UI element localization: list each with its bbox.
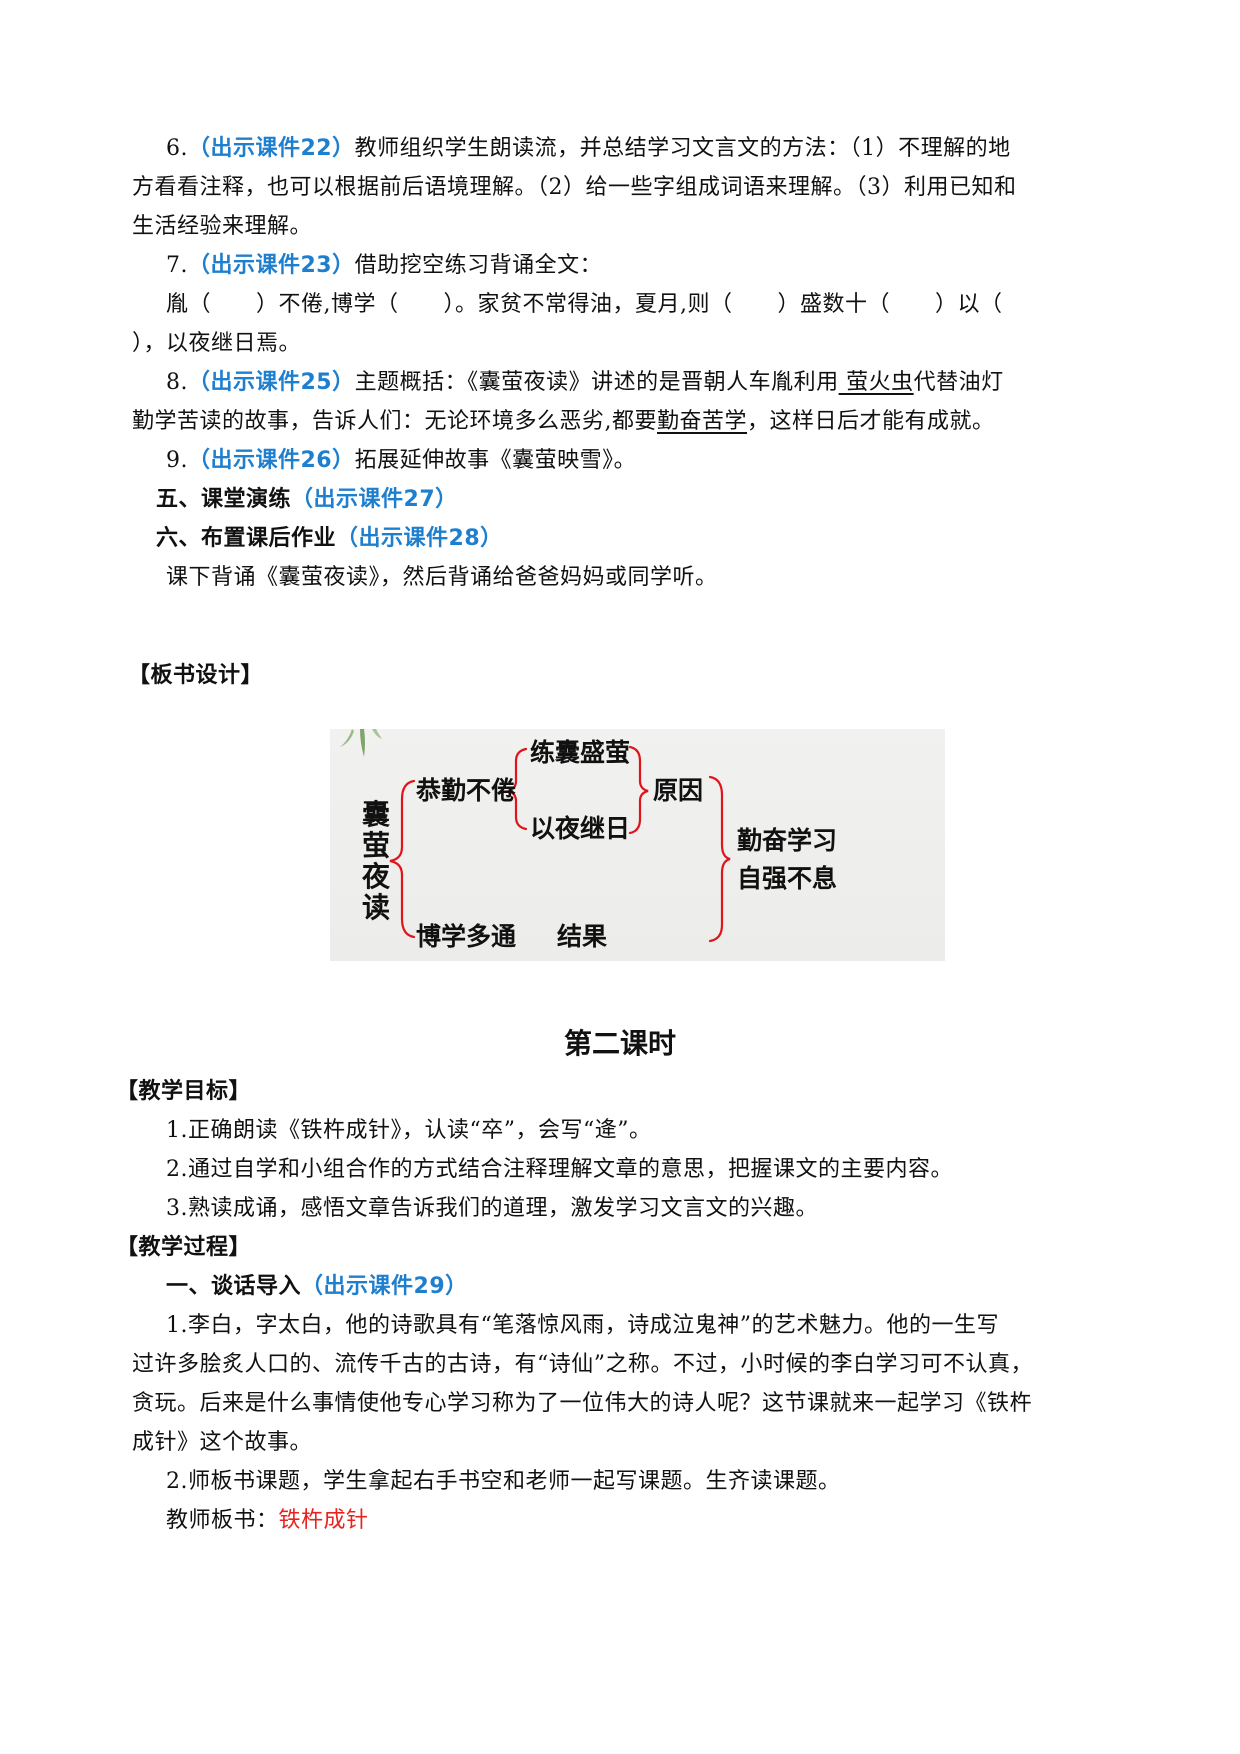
courseware-ref: （出示课件27）: [291, 487, 458, 512]
root-char: 读: [361, 891, 390, 924]
diagram-branch-bottom: 博学多通: [416, 922, 517, 951]
step-9-line: 9.（出示课件26）拓展延伸故事《囊萤映雪》。: [166, 446, 636, 476]
diagram-conclusion-2: 自强不息: [737, 864, 838, 893]
step-6-line-1: 6.（出示课件22）教师组织学生朗读流，并总结学习文言文的方法：（1）不理解的地: [166, 134, 1011, 164]
goals-heading: 【教学目标】: [116, 1079, 252, 1104]
step-number: 8.: [166, 370, 188, 395]
step-2-text: 2.师板书课题，学生拿起右手书空和老师一起写课题。生齐读课题。: [166, 1469, 841, 1494]
diagram-sub-top: 练囊盛萤: [530, 738, 631, 767]
root-char: 囊: [361, 798, 390, 831]
goal-item: 1.正确朗读《铁杵成针》，认读“卒”，会写“逄”。: [166, 1118, 652, 1143]
courseware-ref: （出示课件26）: [188, 448, 355, 473]
step-text: 拓展延伸故事《囊萤映雪》。: [354, 448, 637, 473]
intro-paragraph-line: 1.李白，字太白，他的诗歌具有“笔落惊风雨，诗成泣鬼神”的艺术魅力。他的一生写: [166, 1313, 999, 1338]
process-heading: 【教学过程】: [116, 1235, 252, 1260]
step-text: 代替油灯: [913, 370, 1004, 395]
section-label: 一、谈话导入: [166, 1274, 302, 1299]
diagram-sub-bottom: 以夜继日: [530, 814, 631, 843]
diagram-branch-top: 恭勤不倦: [416, 776, 517, 805]
intro-paragraph-line: 过许多脍炙人口的、流传千古的古诗，有“诗仙”之称。不过，小时候的李白学习可不认真…: [132, 1352, 1033, 1377]
step-6-line-3: 生活经验来理解。: [132, 214, 313, 239]
teacher-board-line: 教师板书：铁杵成针: [166, 1506, 369, 1536]
step-number: 9.: [166, 448, 188, 473]
intro-paragraph-line: 贪玩。后来是什么事情使他专心学习称为了一位伟大的诗人呢？这节课就来一起学习《铁杵: [132, 1391, 1033, 1416]
step-7-line-1: 7.（出示课件23）借助挖空练习背诵全文：: [166, 251, 602, 281]
courseware-ref: （出示课件28）: [336, 526, 503, 551]
courseware-ref: （出示课件22）: [188, 136, 355, 161]
board-title-red: 铁杵成针: [278, 1508, 369, 1533]
goal-item: 2.通过自学和小组合作的方式结合注释理解文章的意思，把握课文的主要内容。: [166, 1157, 953, 1182]
step-8-line-1: 8.（出示课件25）主题概括：《囊萤夜读》讲述的是晋朝人车胤利用 萤火虫代替油灯: [166, 368, 1004, 398]
underlined-answer: 勤奋苦学: [657, 409, 748, 434]
leaf-decoration-icon: [340, 729, 382, 757]
board-label: 教师板书：: [166, 1508, 279, 1533]
intro-paragraph-line: 成针》这个故事。: [132, 1430, 313, 1455]
step-text: 教师组织学生朗读流，并总结学习文言文的方法：（1）不理解的地: [354, 136, 1011, 161]
board-design-diagram: 囊 萤 夜 读 恭勤不倦 练囊盛萤 以夜继日 原因 博学多通 结果 勤奋学习 自…: [330, 729, 945, 961]
underlined-answer: 萤火虫: [838, 370, 914, 395]
cloze-exercise-line-2: ），以夜继日焉。: [132, 331, 302, 356]
section-5-heading: 五、课堂演练（出示课件27）: [156, 485, 458, 515]
step-text: ，这样日后才能有成就。: [747, 409, 995, 434]
section-label: 五、课堂演练: [156, 487, 292, 512]
step-number: 6.: [166, 136, 188, 161]
board-design-heading: 【板书设计】: [128, 663, 264, 688]
diagram-result: 结果: [557, 922, 608, 951]
brace-lines: [389, 745, 731, 943]
lesson-2-title: 第二课时: [563, 1027, 676, 1060]
root-char: 夜: [361, 860, 390, 893]
step-number: 7.: [166, 253, 188, 278]
diagram-conclusion-1: 勤奋学习: [737, 826, 838, 855]
intro-section-heading: 一、谈话导入（出示课件29）: [166, 1272, 468, 1302]
diagram-root-title: 囊 萤 夜 读: [360, 799, 392, 923]
step-6-line-2: 方看看注释，也可以根据前后语境理解。（2）给一些字组成词语来理解。（3）利用已知…: [132, 175, 1017, 200]
section-6-heading: 六、布置课后作业（出示课件28）: [156, 524, 503, 554]
cloze-exercise-line: 胤（ ）不倦,博学（ ）。家贫不常得油，夏月,则（ ）盛数十（ ）以（: [166, 292, 1003, 317]
step-text: 借助挖空练习背诵全文：: [354, 253, 603, 278]
diagram-cause: 原因: [653, 776, 704, 805]
courseware-ref: （出示课件23）: [188, 253, 355, 278]
step-text: 主题概括：《囊萤夜读》讲述的是晋朝人车胤利用: [354, 370, 839, 395]
step-8-line-2: 勤学苦读的故事，告诉人们：无论环境多么恶劣,都要勤奋苦学，这样日后才能有成就。: [132, 407, 995, 437]
courseware-ref: （出示课件29）: [301, 1274, 468, 1299]
homework-text: 课下背诵《囊萤夜读》，然后背诵给爸爸妈妈或同学听。: [166, 565, 718, 590]
courseware-ref: （出示课件25）: [188, 370, 355, 395]
step-text: 勤学苦读的故事，告诉人们：无论环境多么恶劣,都要: [132, 409, 657, 434]
goal-item: 3.熟读成诵，感悟文章告诉我们的道理，激发学习文言文的兴趣。: [166, 1196, 818, 1221]
section-label: 六、布置课后作业: [156, 526, 337, 551]
root-char: 萤: [361, 829, 390, 862]
